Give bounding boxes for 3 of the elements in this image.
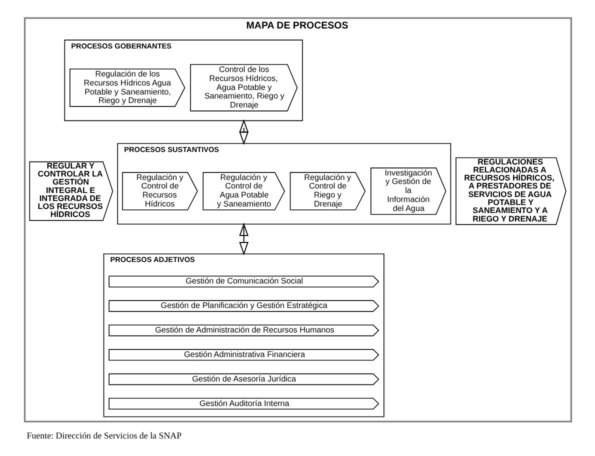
arrow	[238, 119, 248, 145]
arrow	[238, 222, 248, 256]
caption: Fuente: Dirección de Servicios de la SNAP	[26, 430, 182, 441]
